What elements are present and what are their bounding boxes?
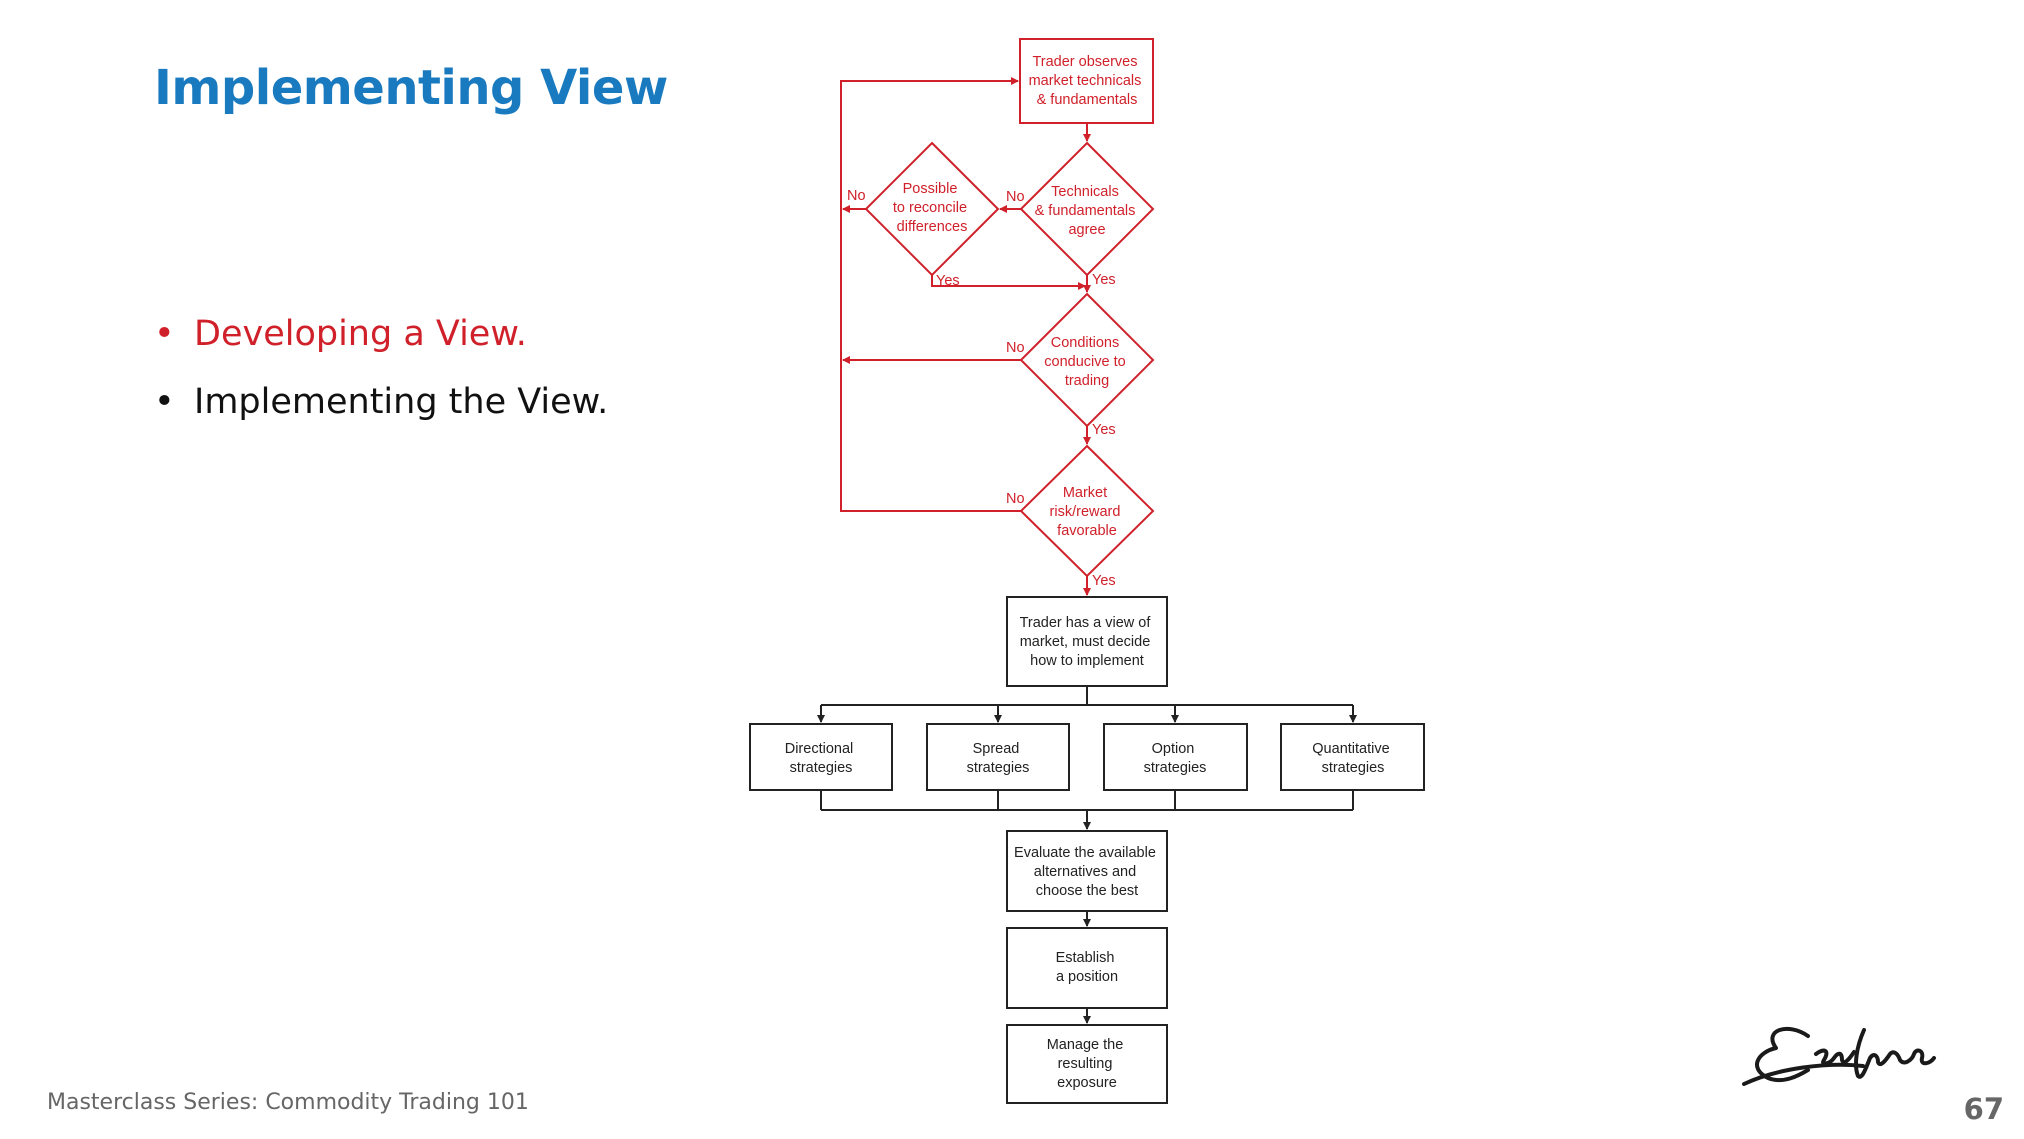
strategy-box-quantitative <box>1280 723 1425 791</box>
conditions-label: Conditions conducive to trading <box>1044 335 1129 389</box>
arrow-loop-back <box>840 77 1021 512</box>
strategy-label-spread: Spread strategies <box>967 741 1030 776</box>
yes-label: Yes <box>1092 422 1116 438</box>
strategy-box-option <box>1103 723 1248 791</box>
observe-label: Trader observes market technicals & fund… <box>1029 54 1146 108</box>
strategy-box-spread <box>926 723 1070 791</box>
manage-label: Manage the resulting exposure <box>1047 1037 1128 1091</box>
strategy-label-directional: Directional strategies <box>785 741 858 776</box>
manage-box <box>1006 1024 1168 1104</box>
yes-label: Yes <box>1092 272 1116 288</box>
view-label: Trader has a view of market, must decide… <box>1020 615 1155 669</box>
strategy-label-quantitative: Quantitative strategies <box>1312 741 1393 776</box>
bullet-dot: • <box>154 314 175 354</box>
strategy-box-directional <box>749 723 893 791</box>
footer-text: Masterclass Series: Commodity Trading 10… <box>47 1090 529 1115</box>
no-label: No <box>1006 491 1025 507</box>
arrow-reconcile-yes <box>931 275 1086 290</box>
no-label: No <box>847 188 866 204</box>
reconcile-label: Possible to reconcile differences <box>893 181 971 235</box>
establish-label: Establish a position <box>1056 950 1119 985</box>
establish-box <box>1006 927 1168 1009</box>
bullet-item: • Developing a View. <box>154 300 608 368</box>
page-number: 67 <box>1963 1092 2004 1126</box>
bullet-list: • Developing a View. • Implementing the Vi… <box>154 300 608 436</box>
slide-title: Implementing View <box>154 60 668 116</box>
agree-label: Technicals & fundamentals agree <box>1035 184 1140 238</box>
yes-label: Yes <box>1092 573 1116 589</box>
bullet-item: • Implementing the View. <box>154 368 608 436</box>
strategy-label-option: Option strategies <box>1144 741 1207 776</box>
no-label: No <box>1006 189 1025 205</box>
yes-label: Yes <box>936 273 960 289</box>
erasmus-logo <box>1742 1026 1936 1086</box>
bullet-text: Implementing the View. <box>194 382 609 422</box>
riskreward-label: Market risk/reward favorable <box>1050 485 1125 539</box>
bullet-text: Developing a View. <box>194 314 527 354</box>
no-label: No <box>1006 340 1025 356</box>
bullet-dot: • <box>154 382 175 422</box>
evaluate-label: Evaluate the available alternatives and … <box>1014 845 1160 899</box>
